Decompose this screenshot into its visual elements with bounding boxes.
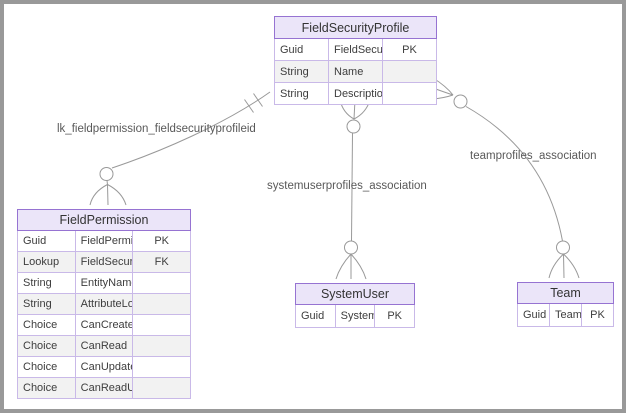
attr-type: Guid [517,303,550,327]
entity-systemuser[interactable]: SystemUser Guid SystemUserId PK [295,283,415,328]
attr-type: String [17,293,76,315]
crow-foot-icon [548,253,564,279]
attr-name: FieldSecurityProfileId [328,38,383,61]
one-cardinality-mark-icon [253,93,263,107]
attr-key: PK [132,230,191,252]
attr-key [132,335,191,357]
attr-type: String [17,272,76,294]
relationship-label-systemuser: systemuserprofiles_association [267,180,427,192]
table-row: Lookup FieldSecurityProfileId FK [17,251,191,273]
attr-type: Guid [17,230,76,252]
table-row: Guid TeamID PK [517,303,614,327]
entity-title: FieldPermission [17,209,191,231]
attr-type: Guid [295,304,336,328]
attr-key [382,82,437,105]
zero-cardinality-circle-icon [453,94,468,109]
attr-type: Choice [17,377,76,399]
table-row: Guid FieldSecurityProfileId PK [274,38,437,61]
relationship-line-fieldpermission [89,91,271,206]
attr-name: CanRead [74,335,134,357]
zero-cardinality-circle-icon [346,119,361,134]
attr-type: Choice [17,335,76,357]
table-row: String Description [274,82,437,105]
attr-name: SystemUserId [334,304,376,328]
attr-key [132,314,191,336]
attr-name: CanCreate [74,314,134,336]
attr-type: String [274,60,329,83]
attr-name: CanReadUnmasked [74,377,134,399]
table-row: Guid FieldPermissionId PK [17,230,191,252]
attr-type: Guid [274,38,329,61]
crow-foot-icon [89,184,108,206]
attr-key: PK [382,38,437,61]
table-row: String EntityName [17,272,191,294]
table-row: Choice CanCreate [17,314,191,336]
attr-type: String [274,82,329,105]
entity-title: Team [517,282,614,304]
attr-key [132,272,191,294]
attr-key: FK [132,251,191,273]
attr-type: Lookup [17,251,76,273]
one-cardinality-mark-icon [244,99,254,113]
entity-title: SystemUser [295,283,415,305]
attr-name: CanUpdate [74,356,134,378]
relationship-line-team [432,77,580,279]
attr-key: PK [374,304,415,328]
attr-key [132,356,191,378]
relationship-label-team: teamprofiles_association [470,150,597,162]
attr-name: Description [328,82,383,105]
table-row: String Name [274,60,437,83]
attr-key: PK [581,303,614,327]
crow-foot-icon [335,253,352,280]
table-row: Choice CanReadUnmasked [17,377,191,399]
attr-type: Choice [17,314,76,336]
attr-name: Name [328,60,383,83]
attr-type: Choice [17,356,76,378]
attr-key [132,377,191,399]
attr-name: FieldPermissionId [74,230,134,252]
attr-name: FieldSecurityProfileId [74,251,134,273]
zero-cardinality-circle-icon [556,240,570,255]
table-row: Guid SystemUserId PK [295,304,415,328]
relationship-label-fieldpermission: lk_fieldpermission_fieldsecurityprofilei… [57,123,256,135]
table-row: Choice CanRead [17,335,191,357]
entity-title: FieldSecurityProfile [274,16,437,39]
table-row: String AttributeLogicalName [17,293,191,315]
attr-key [382,60,437,83]
entity-fieldpermission[interactable]: FieldPermission Guid FieldPermissionId P… [17,209,191,399]
zero-cardinality-circle-icon [99,167,114,181]
table-row: Choice CanUpdate [17,356,191,378]
attr-name: TeamID [549,303,582,327]
entity-team[interactable]: Team Guid TeamID PK [517,282,614,327]
attr-key [132,293,191,315]
attr-name: EntityName [74,272,134,294]
zero-cardinality-circle-icon [344,240,358,255]
attr-name: AttributeLogicalName [74,293,134,315]
entity-fieldsecurityprofile[interactable]: FieldSecurityProfile Guid FieldSecurityP… [274,16,437,105]
